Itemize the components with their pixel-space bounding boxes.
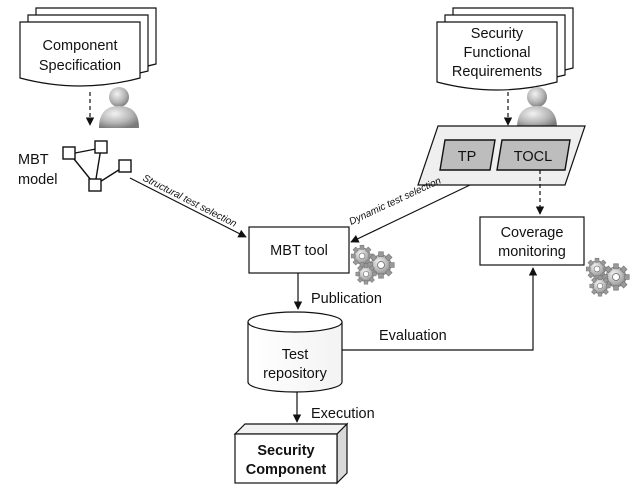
- coverage-line2: monitoring: [498, 244, 566, 260]
- component-specification-doc: Component Specification: [19, 7, 157, 87]
- security-reqs-line2: Functional: [464, 45, 531, 61]
- evaluation-label: Evaluation: [379, 328, 447, 344]
- mbt-model-line2: model: [18, 172, 58, 188]
- mbt-tool-label: MBT tool: [270, 243, 328, 259]
- structural-selection-label: Structural test selection: [141, 173, 239, 230]
- security-reqs-line1: Security: [471, 26, 524, 42]
- gears-icon: [585, 257, 630, 297]
- tp-tocl-container: TP TOCL: [417, 125, 586, 186]
- tp-label: TP: [458, 149, 477, 165]
- execution-label: Execution: [311, 406, 375, 422]
- gears-icon: [350, 244, 395, 285]
- component-spec-line2: Specification: [39, 58, 121, 74]
- security-component-line2: Component: [246, 462, 327, 478]
- publication-label: Publication: [311, 291, 382, 307]
- mbt-model-graph-icon: [62, 140, 132, 192]
- security-component-box: Security Component: [233, 422, 349, 485]
- dynamic-arrow: [350, 184, 471, 243]
- tocl-box: [496, 139, 571, 171]
- test-repo-line2: repository: [263, 366, 327, 382]
- mbt-model-line1: MBT: [18, 152, 49, 168]
- security-reqs-line3: Requirements: [452, 64, 542, 80]
- component-spec-line1: Component: [43, 38, 118, 54]
- dynamic-selection-label: Dynamic test selection: [348, 175, 444, 227]
- security-requirements-doc: Security Functional Requirements: [436, 7, 574, 91]
- structural-arrow: [129, 177, 247, 238]
- security-component-line1: Security: [257, 443, 314, 459]
- mbt-tool-box: [248, 226, 350, 274]
- coverage-monitoring-box: [479, 216, 585, 266]
- test-repository-cylinder: Test repository: [247, 311, 343, 393]
- coverage-line1: Coverage: [501, 225, 564, 241]
- user-icon: [517, 87, 557, 128]
- test-repo-line1: Test: [282, 347, 309, 363]
- tp-box: [439, 139, 496, 171]
- evaluation-arrow: [342, 267, 538, 351]
- tocl-label: TOCL: [514, 149, 552, 165]
- user-icon: [99, 87, 139, 128]
